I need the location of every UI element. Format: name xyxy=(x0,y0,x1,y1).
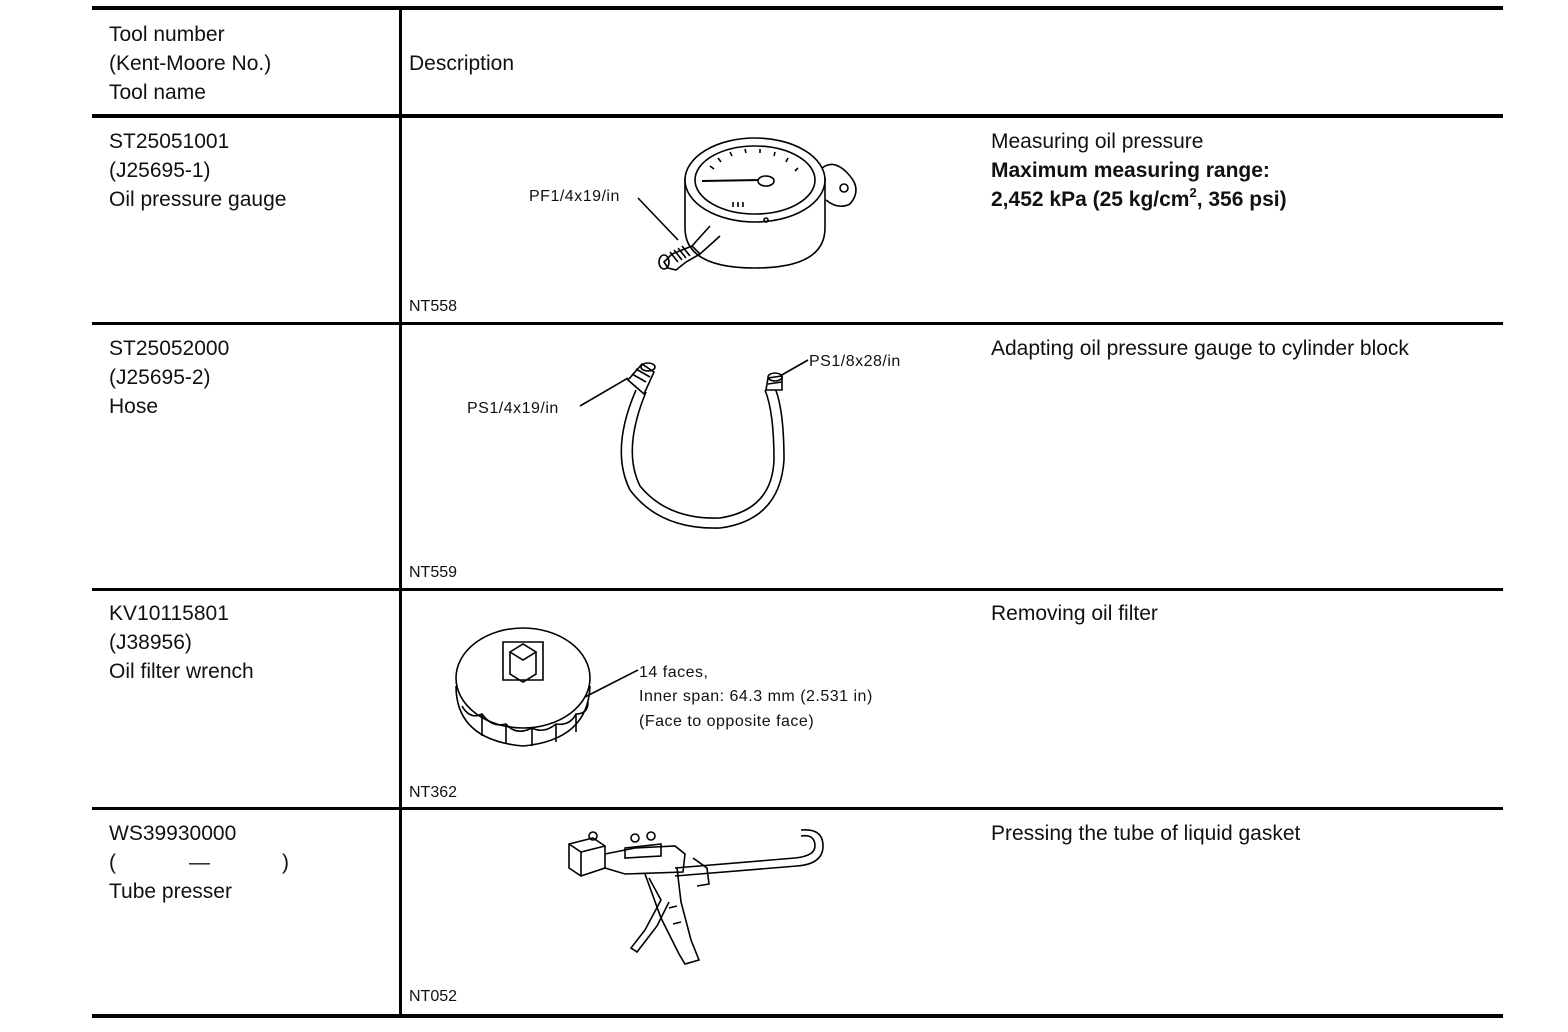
tool-description: Measuring oil pressure xyxy=(991,130,1204,153)
figure-code: NT558 xyxy=(409,298,458,315)
row-divider xyxy=(92,588,1503,591)
kent-moore-close: ) xyxy=(282,851,289,874)
tool-description: Removing oil filter xyxy=(991,602,1158,625)
kent-moore-number: (J38956) xyxy=(109,631,192,654)
tool-name: Oil filter wrench xyxy=(109,660,254,683)
tool-number: ST25051001 xyxy=(109,130,230,153)
column-divider xyxy=(399,8,402,1016)
spec-callout: (Face to opposite face) xyxy=(639,713,815,730)
tube-presser-illustration xyxy=(565,828,825,968)
table-bottom-border xyxy=(92,1014,1503,1018)
tool-number: KV10115801 xyxy=(109,602,229,625)
spec-callout: Inner span: 64.3 mm (2.531 in) xyxy=(639,688,873,705)
spec-callout: 14 faces, xyxy=(639,664,709,681)
row-divider xyxy=(92,807,1503,810)
kent-moore-number: (J25695-2) xyxy=(109,366,211,389)
kent-moore-number: (J25695-1) xyxy=(109,159,211,182)
thread-callout: PF1/4x19/in xyxy=(529,188,620,205)
header-kent-moore: (Kent-Moore No.) xyxy=(109,52,272,75)
header-tool-number: Tool number xyxy=(109,23,225,46)
tool-number: WS39930000 xyxy=(109,822,237,845)
figure-code: NT362 xyxy=(409,784,458,801)
table-top-border xyxy=(92,6,1503,10)
row-divider xyxy=(92,322,1503,325)
kent-moore-dash: — xyxy=(189,851,210,874)
header-tool-name: Tool name xyxy=(109,81,206,104)
hose-illustration xyxy=(570,350,820,535)
thread-callout: PS1/8x28/in xyxy=(809,353,901,370)
spec-value: 2,452 kPa (25 kg/cm2, 356 psi) xyxy=(991,185,1287,211)
tool-description: Adapting oil pressure gauge to cylinder … xyxy=(991,337,1409,360)
tool-description: Pressing the tube of liquid gasket xyxy=(991,822,1301,845)
oil-filter-wrench-illustration xyxy=(448,628,648,753)
tool-name: Tube presser xyxy=(109,880,232,903)
header-bottom-border xyxy=(92,114,1503,118)
header-description: Description xyxy=(409,52,515,75)
figure-code: NT052 xyxy=(409,988,458,1005)
kent-moore-open: ( xyxy=(109,851,116,874)
oil-pressure-gauge-illustration xyxy=(600,128,870,278)
figure-code: NT559 xyxy=(409,564,458,581)
tool-name: Hose xyxy=(109,395,159,418)
thread-callout: PS1/4x19/in xyxy=(467,400,559,417)
tool-name: Oil pressure gauge xyxy=(109,188,287,211)
spec-title: Maximum measuring range: xyxy=(991,159,1270,182)
tool-number: ST25052000 xyxy=(109,337,230,360)
